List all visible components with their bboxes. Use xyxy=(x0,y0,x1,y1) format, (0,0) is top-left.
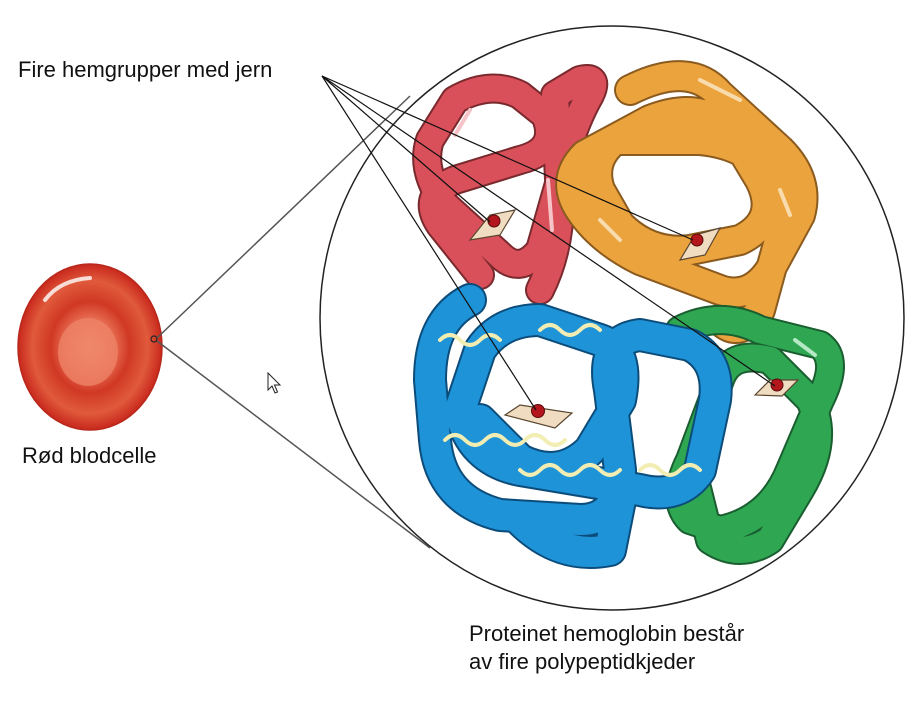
leader-line-3 xyxy=(321,75,776,387)
zoom-line-bottom xyxy=(156,340,431,549)
chain-blue xyxy=(413,283,733,569)
zoom-line-top xyxy=(156,95,411,339)
red-blood-cell-label: Rød blodcelle xyxy=(22,443,157,468)
iron-atom xyxy=(487,214,501,228)
heme-group-1 xyxy=(468,209,517,241)
chain-red xyxy=(412,64,609,305)
heme-groups-label: Fire hemgrupper med jern xyxy=(18,57,273,82)
iron-atom xyxy=(770,378,784,392)
mouse-pointer-icon xyxy=(267,371,282,394)
leader-line-4 xyxy=(321,75,537,411)
chain-orange xyxy=(555,60,819,344)
cell-highlight xyxy=(43,276,92,302)
cell-center xyxy=(58,318,118,386)
zoom-lines xyxy=(156,95,431,549)
red-blood-cell xyxy=(17,263,163,431)
hemoglobin-chains xyxy=(412,60,845,569)
heme-group-2 xyxy=(678,227,722,261)
zoom-point xyxy=(150,335,158,343)
hemoglobin-caption-line1: Proteinet hemoglobin består xyxy=(469,621,745,646)
iron-atom xyxy=(690,233,704,247)
leader-line-2 xyxy=(321,75,694,241)
leader-line-1 xyxy=(321,75,491,223)
hemoglobin-caption-line2: av fire polypeptidkjeder xyxy=(469,648,696,674)
hemoglobin-caption: Proteinet hemoglobin består av fire poly… xyxy=(469,620,744,675)
heme-leader-lines xyxy=(321,75,776,411)
heme-group-3 xyxy=(753,378,800,397)
